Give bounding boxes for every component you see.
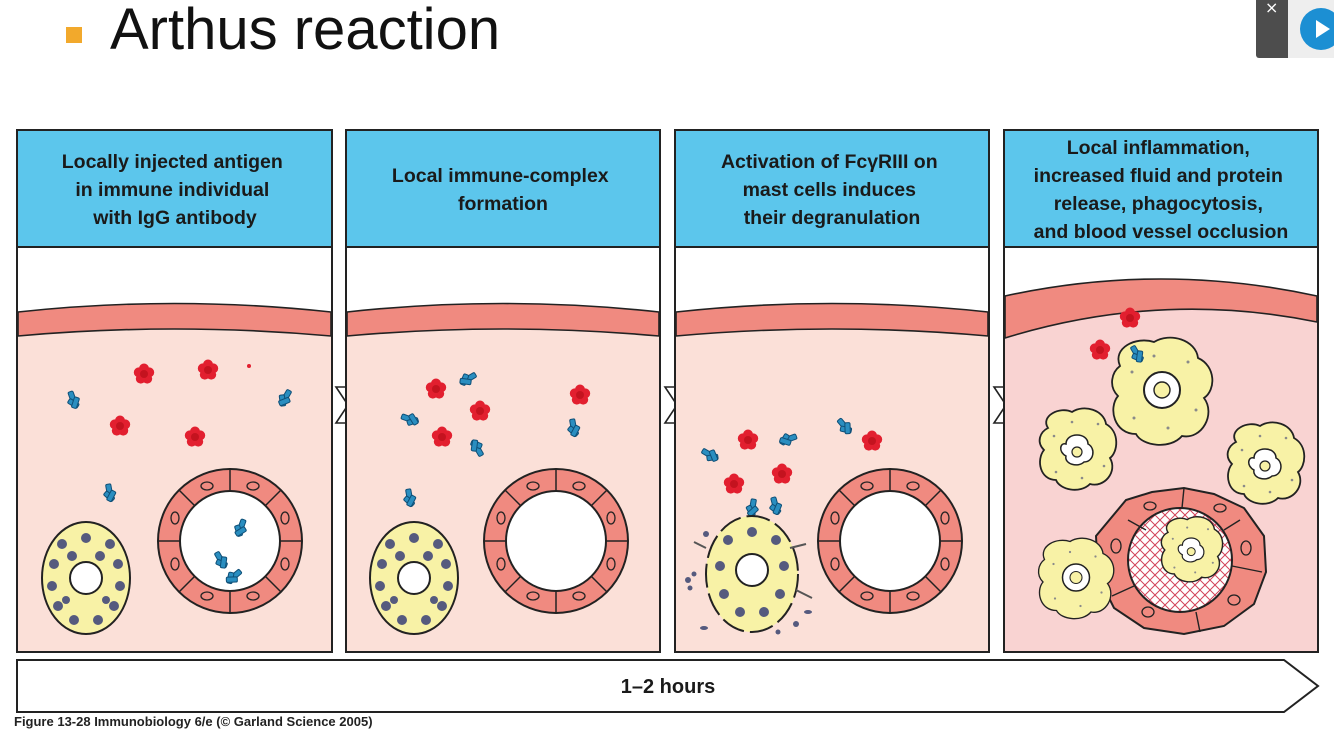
phagocyte-icon [1111, 336, 1214, 446]
slide-title: Arthus reaction [110, 0, 501, 62]
close-icon[interactable]: × [1265, 0, 1279, 17]
mast-cell-icon [41, 521, 131, 635]
timeline-arrow: 1–2 hours [16, 659, 1320, 713]
phagocyte-icon [1038, 407, 1118, 491]
media-widget: × [1256, 0, 1334, 58]
panel-4: Local inflammation, increased fluid and … [1003, 129, 1319, 653]
mast-cell-icon [369, 521, 459, 635]
blood-vessel-icon [157, 468, 303, 614]
figure-caption: Figure 13-28 Immunobiology 6/e (© Garlan… [14, 714, 373, 729]
panel-4-header: Local inflammation, increased fluid and … [1034, 137, 1289, 243]
phagocyte-icon [1037, 537, 1115, 620]
panel-2-header: Local immune-complex formation [392, 165, 614, 215]
timeline-label: 1–2 hours [621, 676, 715, 698]
panel-2: Local immune-complex formation [345, 129, 661, 653]
panel-1: Locally injected antigen in immune indiv… [16, 129, 333, 653]
play-icon[interactable] [1300, 8, 1334, 50]
panel-3-header: Activation of FcγRIII on mast cells indu… [721, 151, 943, 229]
panel-1-header: Locally injected antigen in immune indiv… [62, 151, 288, 229]
degranulating-mast-cell-icon [685, 515, 813, 635]
blood-vessel-icon [483, 468, 629, 614]
blood-vessel-icon [817, 468, 963, 614]
phagocyte-icon [1160, 516, 1224, 583]
bullet-icon [66, 27, 82, 43]
panel-3: Activation of FcγRIII on mast cells indu… [674, 129, 990, 653]
phagocyte-icon [1226, 421, 1306, 505]
